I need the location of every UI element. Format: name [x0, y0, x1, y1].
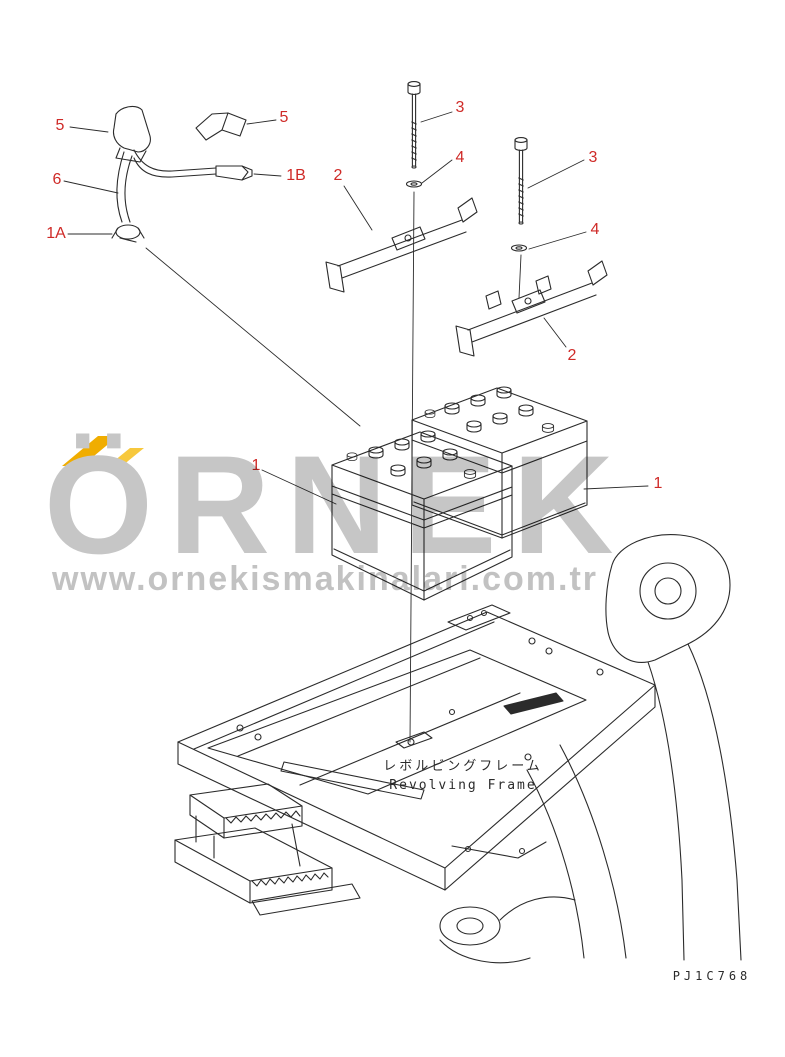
- boom-mount: [439, 534, 742, 964]
- battery-cable: [133, 157, 217, 178]
- step-assembly: [174, 783, 361, 916]
- callout-washer-left: 4: [456, 149, 465, 166]
- battery-front: [331, 430, 513, 601]
- callout-bracket-lower: 2: [568, 347, 577, 364]
- callout-bolt-right: 3: [589, 149, 598, 166]
- callout-battery-front: 1: [252, 457, 261, 474]
- callout-clamp-1a: 1A: [46, 225, 66, 242]
- frame-label-english: Revolving Frame: [389, 778, 536, 793]
- callout-terminal-cover-left: 5: [56, 117, 65, 134]
- washer-right: [510, 244, 528, 252]
- battery-rear: [411, 386, 588, 539]
- callout-terminal-1b: 1B: [286, 167, 306, 184]
- frame-label-japanese: レボルビングフレーム: [383, 758, 543, 773]
- leader-lines: [63, 111, 649, 743]
- callout-battery-cable: 6: [53, 171, 62, 188]
- callout-battery-rear: 1: [654, 475, 663, 492]
- bolt-right: [514, 137, 528, 225]
- callout-bolt-left: 3: [456, 99, 465, 116]
- terminal-cover-left: [112, 105, 151, 153]
- callout-terminal-cover-right: 5: [280, 109, 289, 126]
- holddown-bracket-lower: [455, 260, 608, 357]
- battery-cable-assembly: [111, 105, 253, 243]
- terminal-1b: [215, 165, 249, 181]
- revolving-frame: [177, 604, 656, 891]
- clamp-1a: [111, 224, 145, 243]
- callout-bracket-upper: 2: [334, 167, 343, 184]
- washer-left: [405, 180, 423, 188]
- callout-washer-right: 4: [591, 221, 600, 238]
- terminal-cover-right: [195, 112, 229, 141]
- bolt-left: [407, 81, 421, 169]
- holddown-bracket-upper: [325, 197, 478, 293]
- part-code: PJ1C768: [673, 969, 752, 983]
